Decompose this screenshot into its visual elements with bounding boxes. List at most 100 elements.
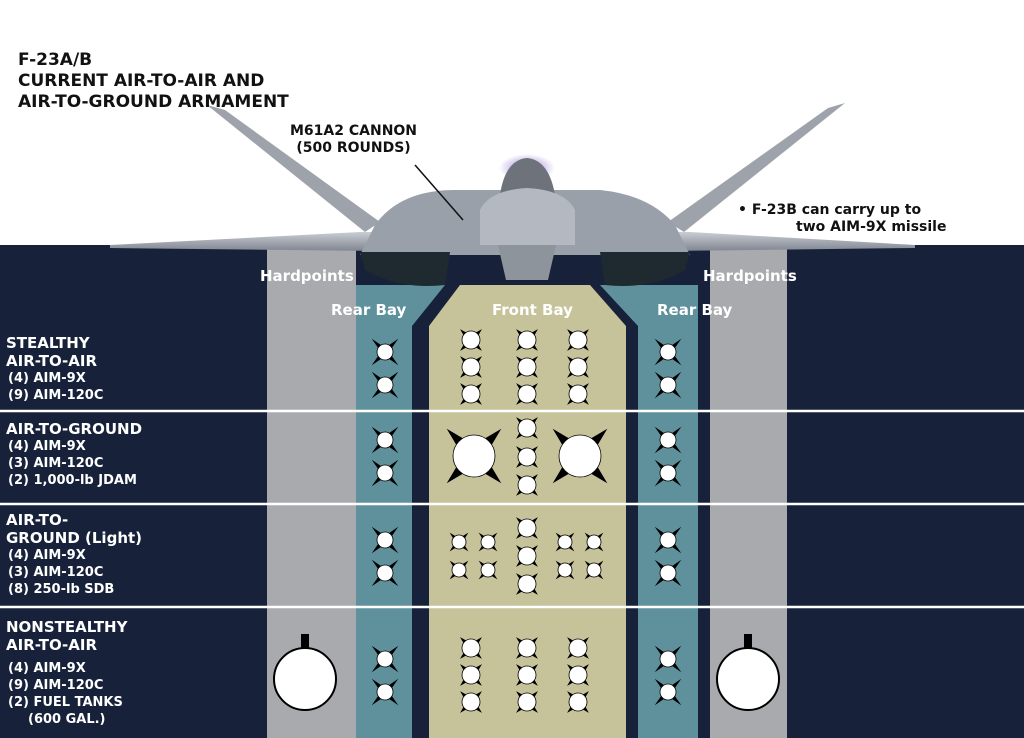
row-item: (3) AIM-120C: [8, 565, 104, 580]
row-heading: GROUND (Light): [6, 529, 143, 547]
fuel-tank: [716, 647, 780, 711]
aim-120c-missile: [517, 574, 537, 594]
aim-9x-missile: [659, 564, 677, 582]
aim-9x-missile: [376, 650, 394, 668]
aim-120c-missile: [517, 665, 537, 685]
left-tail-fin: [207, 105, 380, 232]
sdb-bomb: [451, 562, 467, 578]
row-item: (4) AIM-9X: [8, 439, 86, 454]
stores-layer: [273, 329, 780, 713]
title-line: CURRENT AIR-TO-AIR AND: [18, 71, 265, 91]
rear-bay-right: [600, 285, 698, 738]
aim-120c-missile: [461, 330, 481, 350]
aim-9x-missile: [376, 431, 394, 449]
aim-9x-missile: [659, 431, 677, 449]
row-heading: AIR-TO-AIR: [6, 636, 97, 654]
cannon-line: (500 ROUNDS): [296, 140, 411, 156]
aim-120c-missile: [568, 692, 588, 712]
aim-9x-missile: [659, 531, 677, 549]
hardpoints-right-label: Hardpoints: [703, 267, 797, 285]
aim-120c-missile: [568, 638, 588, 658]
cannon-line: M61A2 CANNON: [290, 123, 418, 139]
aim-9x-missile: [376, 531, 394, 549]
sdb-bomb: [557, 534, 573, 550]
aim-9x-missile: [376, 564, 394, 582]
title-line: AIR-TO-GROUND ARMAMENT: [18, 92, 289, 112]
note-line: • F-23B can carry up to: [738, 202, 922, 218]
row-heading: STEALTHY: [6, 334, 90, 352]
aim-9x-missile: [376, 376, 394, 394]
aim-120c-missile: [461, 384, 481, 404]
aim-120c-missile: [461, 665, 481, 685]
aim-9x-missile: [376, 464, 394, 482]
aim-120c-missile: [517, 384, 537, 404]
hardpoints-left-label: Hardpoints: [260, 267, 354, 285]
row-item: (4) AIM-9X: [8, 548, 86, 563]
aim-120c-missile: [461, 692, 481, 712]
aim-120c-missile: [568, 357, 588, 377]
f23b-note: • F-23B can carry up to two AIM-9X missi…: [738, 202, 946, 236]
row-item: (4) AIM-9X: [8, 661, 86, 676]
aim-9x-missile: [376, 683, 394, 701]
aim-120c-missile: [461, 357, 481, 377]
right-intake: [600, 252, 690, 286]
aim-120c-missile: [568, 384, 588, 404]
pylon: [301, 634, 309, 648]
aim-9x-missile: [376, 343, 394, 361]
row-item: (8) 250-lb SDB: [8, 582, 115, 597]
left-intake: [360, 252, 450, 286]
chin: [498, 245, 556, 280]
jdam-bomb: [452, 434, 496, 478]
aim-120c-missile: [517, 692, 537, 712]
pylon: [744, 634, 752, 648]
nose: [480, 188, 575, 245]
sdb-bomb: [480, 562, 496, 578]
row-item: (600 GAL.): [28, 712, 106, 727]
page-title: F-23A/B CURRENT AIR-TO-AIR AND AIR-TO-GR…: [18, 50, 289, 113]
row-label-nonstealthy-air-to-air: NONSTEALTHY AIR-TO-AIR (4) AIM-9X (9) AI…: [6, 618, 127, 728]
row-heading: AIR-TO-GROUND: [6, 420, 143, 438]
row-item: (9) AIM-120C: [8, 678, 104, 693]
aircraft-front-view: [110, 103, 915, 286]
aim-120c-missile: [568, 665, 588, 685]
aim-9x-missile: [659, 343, 677, 361]
row-item: (2) 1,000-lb JDAM: [8, 473, 137, 488]
cannon-callout: M61A2 CANNON (500 ROUNDS): [290, 123, 417, 157]
row-item: (9) AIM-120C: [8, 388, 104, 403]
aim-9x-missile: [659, 650, 677, 668]
sdb-bomb: [480, 534, 496, 550]
aim-120c-missile: [517, 418, 537, 438]
aim-120c-missile: [517, 330, 537, 350]
rear-bay-right-label: Rear Bay: [657, 301, 733, 319]
aim-120c-missile: [461, 638, 481, 658]
row-heading: AIR-TO-AIR: [6, 352, 97, 370]
fuel-tank: [273, 647, 337, 711]
aim-9x-missile: [659, 376, 677, 394]
sdb-bomb: [451, 534, 467, 550]
aim-120c-missile: [517, 518, 537, 538]
sdb-bomb: [586, 562, 602, 578]
canopy: [500, 158, 555, 195]
aim-120c-missile: [517, 447, 537, 467]
row-label-air-to-ground-light: AIR-TO- GROUND (Light) (4) AIM-9X (3) AI…: [6, 511, 142, 598]
rear-bay-left: [356, 285, 445, 738]
note-line: two AIM-9X missile: [796, 219, 947, 235]
aim-120c-missile: [517, 638, 537, 658]
row-label-air-to-ground: AIR-TO-GROUND (4) AIM-9X (3) AIM-120C (2…: [6, 420, 142, 489]
row-item: (4) AIM-9X: [8, 371, 86, 386]
jdam-bomb: [558, 434, 602, 478]
aim-120c-missile: [517, 357, 537, 377]
row-separators: [0, 409, 1024, 609]
rear-bay-left-label: Rear Bay: [331, 301, 407, 319]
aim-9x-missile: [659, 683, 677, 701]
sdb-bomb: [586, 534, 602, 550]
row-item: (3) AIM-120C: [8, 456, 104, 471]
cannon-leader-line: [414, 164, 464, 221]
row-item: (2) FUEL TANKS: [8, 695, 123, 710]
sdb-bomb: [557, 562, 573, 578]
aim-9x-missile: [659, 464, 677, 482]
aim-120c-missile: [517, 475, 537, 495]
row-heading: AIR-TO-: [6, 511, 69, 529]
title-line: F-23A/B: [18, 50, 93, 70]
